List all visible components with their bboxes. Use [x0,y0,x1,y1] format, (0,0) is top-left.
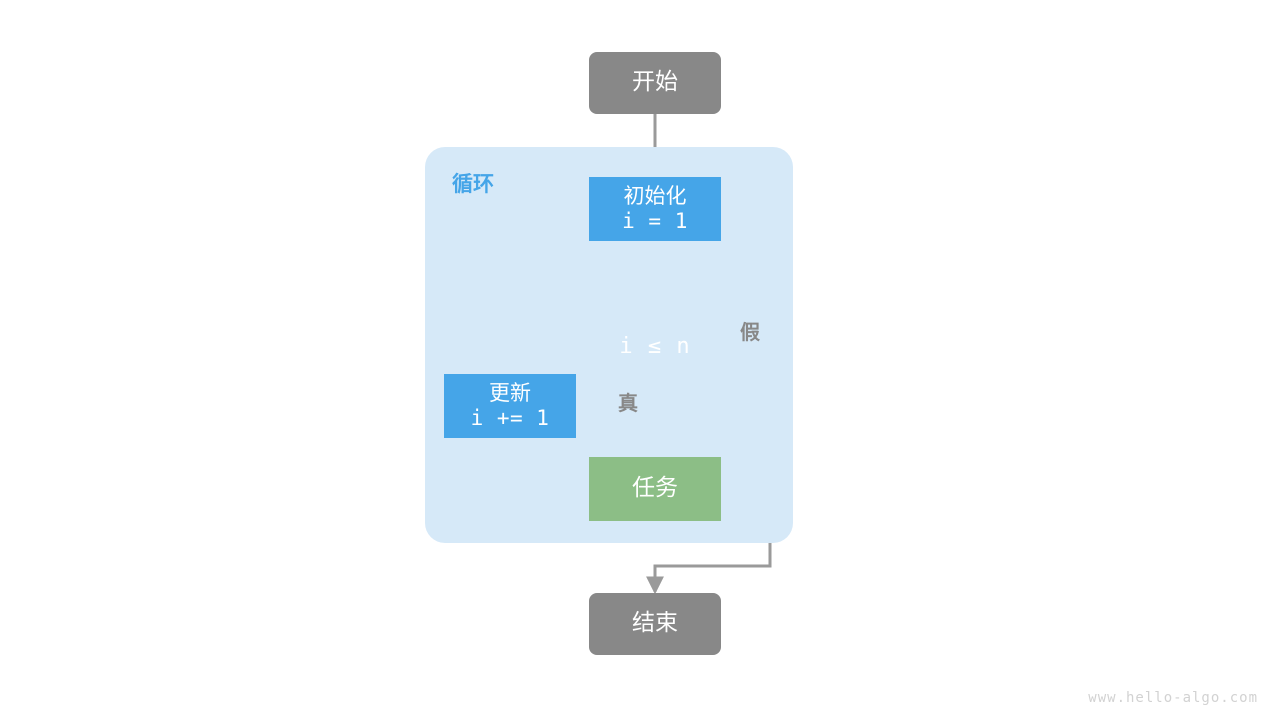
end-node-label: 结束 [632,610,678,637]
edge-label-true: 真 [618,391,638,415]
edge-label-false: 假 [740,320,760,344]
update-node-label: 更新 [489,381,531,406]
loop-container-label: 循环 [452,172,494,196]
decision-node-label: i ≤ n [619,334,691,359]
end-node[interactable]: 结束 [589,593,721,655]
init-node[interactable]: 初始化 i = 1 [589,177,721,241]
task-node[interactable]: 任务 [589,457,721,521]
start-node-label: 开始 [632,69,678,96]
site-watermark: www.hello-algo.com [1088,690,1258,706]
task-node-label: 任务 [632,475,678,502]
start-node[interactable]: 开始 [589,52,721,114]
init-node-expression: i = 1 [622,209,688,233]
update-node[interactable]: 更新 i += 1 [444,374,576,438]
init-node-label: 初始化 [623,184,687,209]
update-node-expression: i += 1 [470,406,550,430]
